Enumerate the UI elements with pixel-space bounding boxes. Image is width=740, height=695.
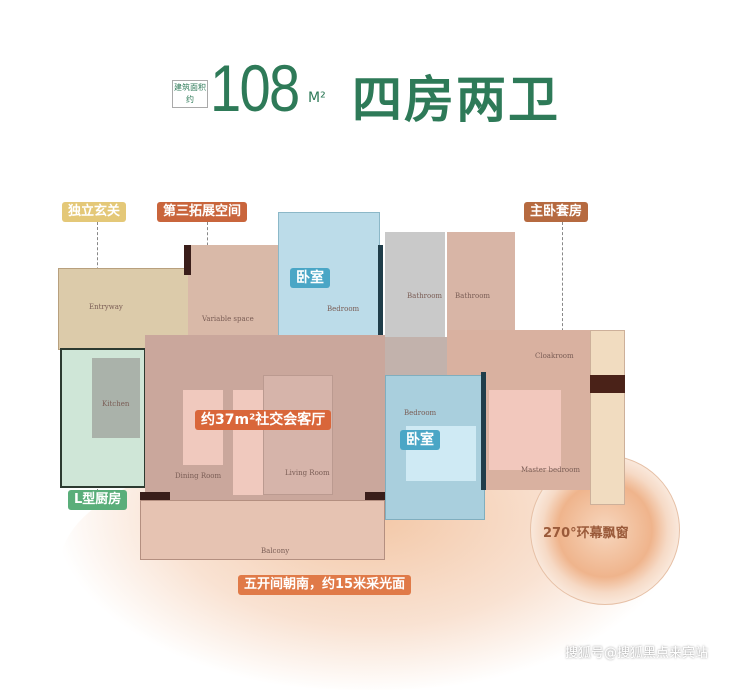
master-bed <box>489 390 561 470</box>
living-rug <box>263 375 333 495</box>
sofa <box>233 390 263 495</box>
master-suite-tag: 主卧套房 <box>524 202 589 222</box>
bathroom-2-label: Bathroom <box>455 292 491 300</box>
master-bedroom-label: Master bedroom <box>521 466 580 474</box>
wall <box>590 375 625 393</box>
wall <box>140 492 170 502</box>
area-unit: M² <box>308 90 326 106</box>
living-room-label: Living Room <box>285 469 330 477</box>
living-tag: 约37m²社交会客厅 <box>195 410 332 430</box>
area-value: 108 <box>210 51 300 125</box>
cloakroom-label: Cloakroom <box>535 352 574 360</box>
entryway-label: Entryway <box>89 303 123 311</box>
bathroom-1-label: Bathroom <box>407 292 443 300</box>
layout-title: 四房两卫 <box>352 71 560 129</box>
wall <box>481 372 486 490</box>
kitchen: Kitchen <box>60 348 146 488</box>
kitchen-counter <box>92 358 140 438</box>
kitchen-tag: L型厨房 <box>68 490 128 510</box>
entrance-tag: 独立玄关 <box>62 202 127 222</box>
bay-window-label: 270°环幕飘窗 <box>543 526 629 541</box>
bedroom-2-label: Bedroom <box>404 409 437 417</box>
south-facing-tag: 五开间朝南，约15米采光面 <box>238 575 412 595</box>
bay-window-floor <box>590 330 625 505</box>
balcony: Balcony <box>140 500 385 560</box>
bathroom-1: Bathroom <box>385 232 445 337</box>
balcony-label: Balcony <box>261 547 290 555</box>
bedroom-a-tag: 卧室 <box>290 268 330 288</box>
wall <box>378 245 383 335</box>
hallway <box>385 337 447 377</box>
area-note: 建筑面积约 <box>172 80 208 108</box>
watermark: 搜狐号@搜狐黑点来宾站 <box>565 646 709 661</box>
dining-room-label: Dining Room <box>175 472 222 480</box>
third-space-tag: 第三拓展空间 <box>157 202 248 222</box>
master-suite-leader-line <box>562 222 563 402</box>
bedroom-1-label: Bedroom <box>327 305 360 313</box>
variable-space-label: Variable space <box>202 315 254 323</box>
variable-space: Variable space <box>188 245 280 337</box>
bedroom-b-tag: 卧室 <box>400 430 440 450</box>
wall <box>184 245 191 275</box>
bathroom-2: Bathroom <box>447 232 515 332</box>
wall <box>365 492 385 502</box>
kitchen-label: Kitchen <box>102 400 130 408</box>
